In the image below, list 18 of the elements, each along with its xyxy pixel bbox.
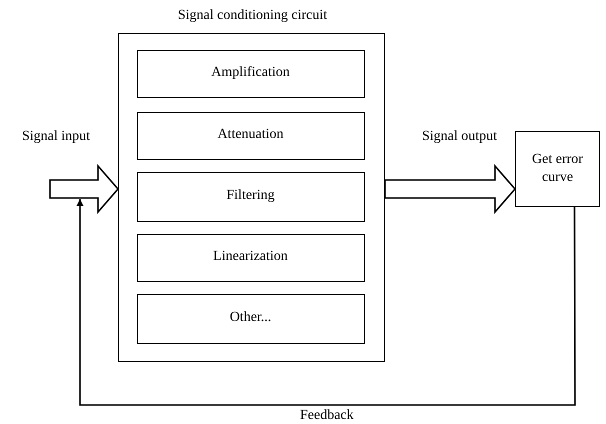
edge-label: Signal output [420,129,500,145]
box-label: Linearization [213,248,288,266]
box-label: Get error curve [531,150,584,187]
feedback-arrow [76,199,576,406]
process-box [515,131,600,207]
frame-title: Signal conditioning circuit [176,8,328,24]
box-label: Other... [230,309,272,328]
box-label: Amplification [211,64,290,82]
box-label: Attenuation [217,126,284,144]
function-box [136,172,364,222]
edge-label: Signal input [20,129,92,145]
function-box [136,112,364,160]
block-arrow [49,164,120,214]
function-box [136,234,364,282]
block-arrow [384,164,516,214]
function-box [136,50,364,98]
box-label: Filtering [226,187,275,206]
function-box [136,294,364,344]
